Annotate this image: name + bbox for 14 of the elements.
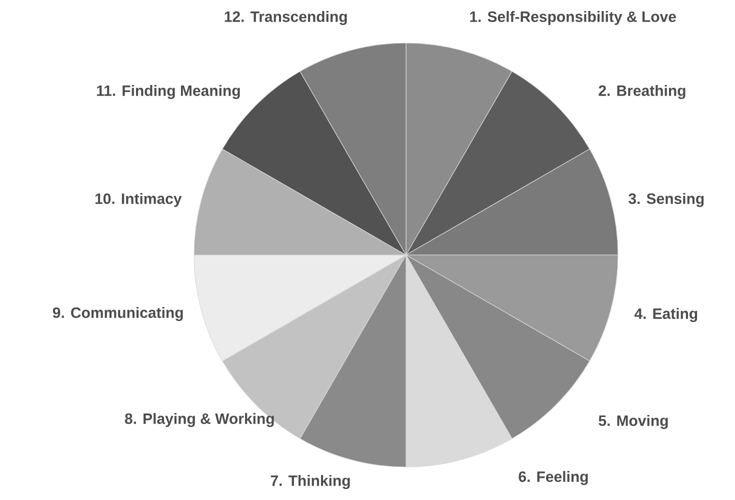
node-label: 10. Intimacy: [95, 193, 182, 207]
node-label: 3. Sensing: [628, 192, 704, 208]
wheel-segment: 10. Intimacy: [95, 148, 406, 256]
wheel-segment: 3. Sensing: [406, 148, 704, 256]
node-label: 12. Transcending: [224, 10, 347, 26]
node-label: 11. Finding Meaning: [97, 84, 240, 100]
node-label: 4. Eating: [634, 308, 698, 322]
node-label: 6. Feeling: [518, 470, 588, 486]
node-label: 9. Communicating: [52, 306, 183, 322]
node-label: 5. Moving: [598, 414, 668, 430]
node-label: 7. Thinking: [270, 474, 350, 490]
node-label: 2. Breathing: [598, 84, 686, 100]
wheel-segment: 9. Communicating: [52, 254, 406, 362]
node-label: 1. Self-Responsibility & Love: [470, 11, 676, 25]
